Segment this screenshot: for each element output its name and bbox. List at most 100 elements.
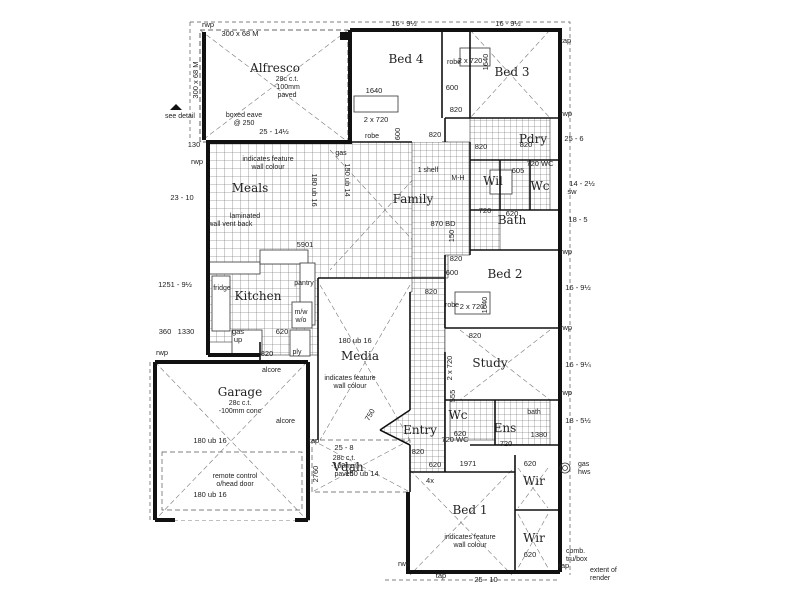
svg-text:rwp: rwp [156,348,168,357]
svg-text:180 ub 16: 180 ub 16 [338,336,371,345]
svg-text:600: 600 [446,268,459,277]
svg-text:o/head door: o/head door [216,481,254,488]
hall-tiled-area [379,117,551,473]
svg-text:wall vent: wall vent [207,221,235,228]
svg-text:-100mm: -100mm [331,463,357,470]
markers [170,104,571,474]
svg-text:M-H: M-H [451,175,464,182]
svg-text:tru/box: tru/box [566,556,588,563]
svg-text:1640: 1640 [480,297,489,314]
svg-text:ply: ply [293,349,302,356]
svg-text:620: 620 [524,550,537,559]
svg-text:620: 620 [454,429,467,438]
svg-text:2 x 720: 2 x 720 [445,356,454,381]
svg-text:bath: bath [527,409,541,416]
svg-text:tap: tap [309,436,319,445]
room-kitchen: Kitchen [235,289,282,303]
svg-text:gas: gas [578,461,590,468]
alfresco-area [199,29,349,143]
bed2-study [454,291,551,401]
room-wir1: Wir [523,474,545,488]
room-bed4: Bed 4 [388,52,423,66]
svg-text:28c c.t.: 28c c.t. [276,76,299,83]
svg-text:1330: 1330 [178,327,195,336]
room-study: Study [472,356,507,370]
svg-text:paved: paved [334,471,353,478]
svg-text:paved: paved [277,92,296,99]
svg-text:5901: 5901 [297,240,314,249]
internal-walls [259,30,560,572]
bedrooms-top [350,29,551,142]
svg-text:25 - 10: 25 - 10 [474,575,497,584]
service-labels: rwp rwp rwp rwp rwp rwp rwp rwp tap tap … [156,20,577,580]
svg-text:600: 600 [446,83,459,92]
room-meals: Meals [232,181,269,195]
svg-text:back: back [238,221,253,228]
svg-text:620: 620 [276,327,289,336]
svg-text:180 ub 16: 180 ub 16 [193,490,226,499]
svg-text:18 - 5½: 18 - 5½ [565,416,591,425]
svg-text:18 - 5: 18 - 5 [568,215,587,224]
svg-text:180 ub 16: 180 ub 16 [193,436,226,445]
svg-text:1971: 1971 [460,459,477,468]
svg-text:25 - 6: 25 - 6 [564,134,583,143]
svg-text:605: 605 [512,166,525,175]
svg-text:16 - 9½: 16 - 9½ [391,19,417,28]
svg-text:1 shelf: 1 shelf [418,167,439,174]
svg-text:720 WC: 720 WC [526,159,554,168]
svg-text:gas: gas [335,150,347,157]
room-labels: Alfresco Bed 4 Bed 3 Meals Family Kitche… [218,52,550,545]
svg-text:rwp: rwp [191,157,203,166]
svg-text:23 - 10: 23 - 10 [170,193,193,202]
room-wir2: Wir [523,531,545,545]
svg-text:16 - 9½: 16 - 9½ [565,283,591,292]
svg-text:indicates feature: indicates feature [444,534,495,541]
verandah [311,439,411,493]
svg-text:750: 750 [363,407,377,422]
svg-text:hws: hws [578,469,591,476]
svg-text:300 x 68 M: 300 x 68 M [191,61,200,98]
room-vdah: Vdah [331,460,364,474]
svg-text:see detail: see detail [165,113,195,120]
svg-text:720: 720 [479,206,492,215]
svg-text:robe: robe [447,59,461,66]
svg-text:2 x 720: 2 x 720 [364,115,389,124]
svg-text:620: 620 [524,459,537,468]
svg-text:820: 820 [412,447,425,456]
room-ens: Ens [494,421,517,435]
external-walls [153,28,562,574]
media-room [319,284,411,441]
svg-text:1640: 1640 [481,54,490,71]
svg-text:820: 820 [425,287,438,296]
svg-text:1251 - 9½: 1251 - 9½ [158,280,193,289]
svg-text:comb.: comb. [566,548,585,555]
svg-text:555: 555 [448,390,457,403]
svg-text:820: 820 [450,254,463,263]
svg-text:indicates feature: indicates feature [242,156,293,163]
svg-text:820: 820 [475,142,488,151]
svg-text:820: 820 [429,130,442,139]
svg-text:boxed eave: boxed eave [226,112,262,119]
svg-text:620: 620 [429,460,442,469]
room-bed2: Bed 2 [487,267,522,281]
svg-text:2760: 2760 [311,466,320,483]
notes: 28c c.t. -100mm paved boxed eave @ 250 i… [165,59,617,582]
svg-text:rwp: rwp [202,20,214,29]
svg-text:robe: robe [365,133,379,140]
svg-text:-100mm conc: -100mm conc [219,408,262,415]
svg-text:tap: tap [561,36,571,45]
svg-text:rwp: rwp [560,323,572,332]
svg-text:laminated: laminated [230,213,260,220]
svg-text:alcore: alcore [276,418,295,425]
svg-text:360: 360 [159,327,172,336]
svg-text:180 ub 16: 180 ub 16 [310,173,319,206]
svg-text:4x: 4x [426,476,434,485]
svg-text:720 WC: 720 WC [441,435,469,444]
svg-text:wall colour: wall colour [452,542,487,549]
garage-area [154,361,308,521]
svg-text:remote control: remote control [213,473,258,480]
svg-text:sw: sw [567,187,577,196]
svg-text:720: 720 [500,439,513,448]
svg-text:fridge: fridge [213,285,231,292]
